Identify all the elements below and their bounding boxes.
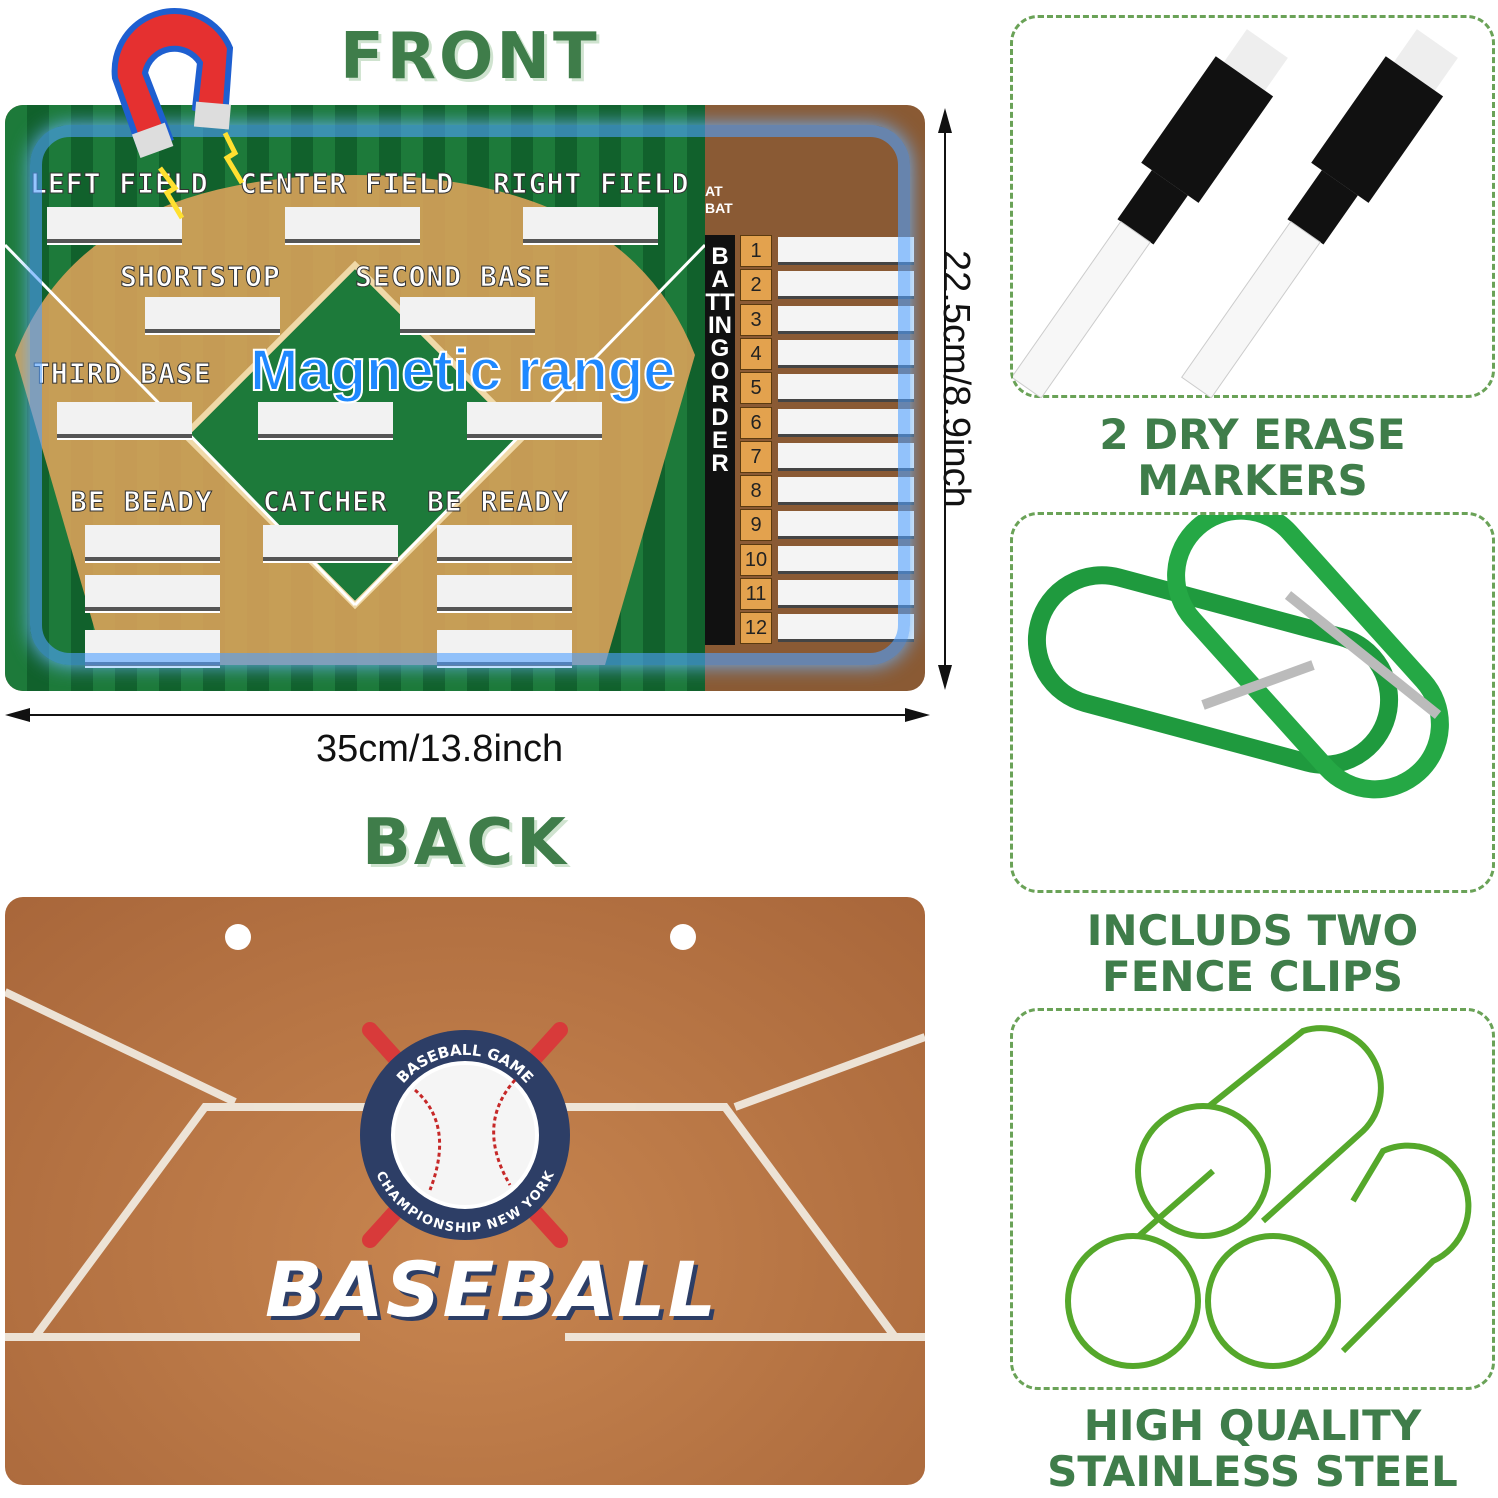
- batting-slot[interactable]: [778, 237, 914, 265]
- label-be-beady: BE BEADY: [70, 485, 213, 519]
- batting-number: 1: [740, 235, 772, 267]
- name-slot[interactable]: [85, 575, 220, 611]
- caption-line: FENCE CLIPS: [1102, 952, 1403, 1001]
- batting-slot[interactable]: [778, 580, 914, 608]
- caption-line: HIGH QUALITY: [1083, 1401, 1422, 1450]
- magnetic-range-outline: [30, 125, 910, 665]
- batting-number: 8: [740, 475, 772, 508]
- name-slot[interactable]: [145, 297, 280, 333]
- height-arrow: [938, 108, 952, 690]
- front-board: LEFT FIELD CENTER FIELD RIGHT FIELD SHOR…: [5, 105, 925, 691]
- batting-number: 7: [740, 440, 772, 473]
- carabiner-icon: [1027, 501, 1449, 799]
- feature-steel: [1010, 1008, 1495, 1390]
- batting-number: 2: [740, 269, 772, 302]
- caption-line: 2 DRY ERASE: [1099, 410, 1406, 459]
- batting-slot[interactable]: [778, 477, 914, 506]
- hanging-hole: [670, 924, 696, 950]
- batting-slot[interactable]: [778, 511, 914, 540]
- batting-number: 4: [740, 337, 772, 370]
- caption-line: MARKERS: [1137, 456, 1368, 505]
- caption-line: INCLUDS TWO: [1086, 906, 1419, 955]
- label-right-field: RIGHT FIELD: [492, 167, 690, 201]
- baseball-game-badge: BASEBALL GAME CHAMPIONSHIP NEW YORK: [360, 1022, 570, 1248]
- at-bat-label: AT BAT: [705, 183, 733, 216]
- name-slot[interactable]: [437, 575, 572, 611]
- magnetic-range-label: Magnetic range: [249, 337, 676, 404]
- batting-slot[interactable]: [778, 374, 914, 403]
- width-arrow: [5, 708, 930, 722]
- name-slot[interactable]: [285, 207, 420, 243]
- label-be-ready: BE READY: [427, 485, 570, 519]
- batting-number: 6: [740, 406, 772, 439]
- batting-slot[interactable]: [778, 408, 914, 437]
- feature-markers: [1010, 15, 1495, 399]
- caption-line: STAINLESS STEEL: [1047, 1447, 1458, 1496]
- label-second-base: SECOND BASE: [354, 260, 552, 294]
- name-slot[interactable]: [437, 525, 572, 561]
- name-slot[interactable]: [57, 402, 192, 438]
- baseball-title: BASEBALL: [265, 1245, 718, 1334]
- batting-number: 11: [740, 578, 772, 610]
- label-center-field: CENTER FIELD: [239, 167, 455, 201]
- batting-order-label: BATTING ORDER: [705, 235, 735, 645]
- name-slot[interactable]: [263, 525, 398, 561]
- back-board: BASEBALL GAME CHAMPIONSHIP NEW YORK: [5, 897, 925, 1485]
- width-dimension: 35cm/13.8inch: [316, 728, 564, 770]
- batting-number: 9: [740, 509, 772, 542]
- batting-slot[interactable]: [778, 271, 914, 300]
- label-left-field: LEFT FIELD: [30, 167, 209, 201]
- name-slot[interactable]: [258, 402, 393, 438]
- batting-number: 3: [740, 303, 772, 336]
- label-catcher: CATCHER: [262, 485, 389, 519]
- batting-number: 12: [740, 612, 772, 645]
- label-shortstop: SHORTSTOP: [120, 260, 281, 294]
- hanging-hole: [225, 924, 251, 950]
- magnet-icon: [111, 8, 245, 220]
- name-slot[interactable]: [523, 207, 658, 243]
- batting-slot[interactable]: [778, 442, 914, 471]
- batting-number: 5: [740, 372, 772, 405]
- name-slot[interactable]: [400, 297, 535, 333]
- feature-clips: [1010, 501, 1495, 893]
- marker-icon: [1011, 29, 1458, 399]
- name-slot[interactable]: [85, 525, 220, 561]
- back-title: BACK: [362, 806, 569, 880]
- steel-tube-icon: [1065, 1025, 1472, 1369]
- name-slot[interactable]: [467, 402, 602, 438]
- batting-number: 10: [740, 543, 772, 576]
- label-third-base: THIRD BASE: [33, 357, 212, 391]
- batting-slot[interactable]: [778, 305, 914, 334]
- batting-slot[interactable]: [778, 339, 914, 368]
- name-slot[interactable]: [47, 207, 182, 243]
- front-title: FRONT: [340, 20, 600, 94]
- height-dimension: 22.5cm/8.9inch: [935, 250, 977, 508]
- batting-slot[interactable]: [778, 545, 914, 574]
